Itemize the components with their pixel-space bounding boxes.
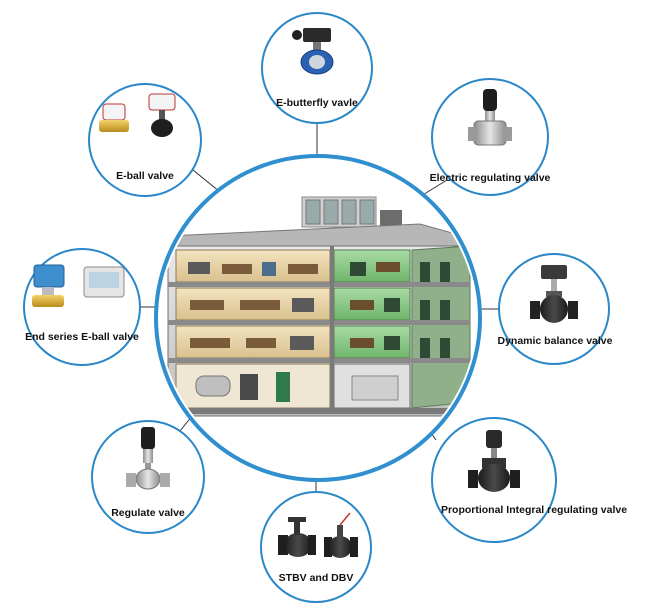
end-series-e-ball-valve-icon [32, 264, 125, 307]
valve-label: Regulate valve [111, 507, 185, 519]
dynamic-balance-valve-icon [530, 265, 578, 323]
valve-node-e-ball: E-ball valve [88, 83, 202, 197]
valve-node-regulate: Regulate valve [91, 420, 205, 534]
valve-node-pi-regulating: Proportional Integral regulating valve [431, 417, 627, 543]
valve-label: STBV and DBV [279, 572, 354, 584]
e-ball-valve-icon [99, 93, 176, 137]
regulate-valve-icon [126, 427, 170, 490]
valve-node-end-series-e-ball: End series E-ball valve [23, 248, 141, 366]
pi-regulating-valve-icon [468, 430, 520, 492]
valve-label: E-ball valve [116, 170, 174, 182]
valve-node-stbv-dbv: STBV and DBV [260, 491, 372, 603]
valve-label: End series E-ball valve [25, 331, 139, 343]
valve-node-e-butterfly: E-butterfly vavle [261, 12, 373, 124]
building-cutaway-icon [160, 160, 476, 476]
butterfly-valve-icon [292, 28, 334, 75]
electric-regulating-valve-icon [468, 89, 512, 146]
valve-label: Dynamic balance valve [498, 335, 613, 347]
valve-label: Electric regulating valve [430, 172, 551, 184]
valve-label: Proportional Integral regulating valve [441, 504, 627, 516]
valve-node-dynamic-balance: Dynamic balance valve [498, 253, 613, 365]
stbv-dbv-valve-icon [278, 512, 358, 558]
center-building [154, 154, 482, 482]
valve-label: E-butterfly vavle [276, 97, 358, 109]
valve-node-electric-regulating: Electric regulating valve [430, 78, 551, 196]
